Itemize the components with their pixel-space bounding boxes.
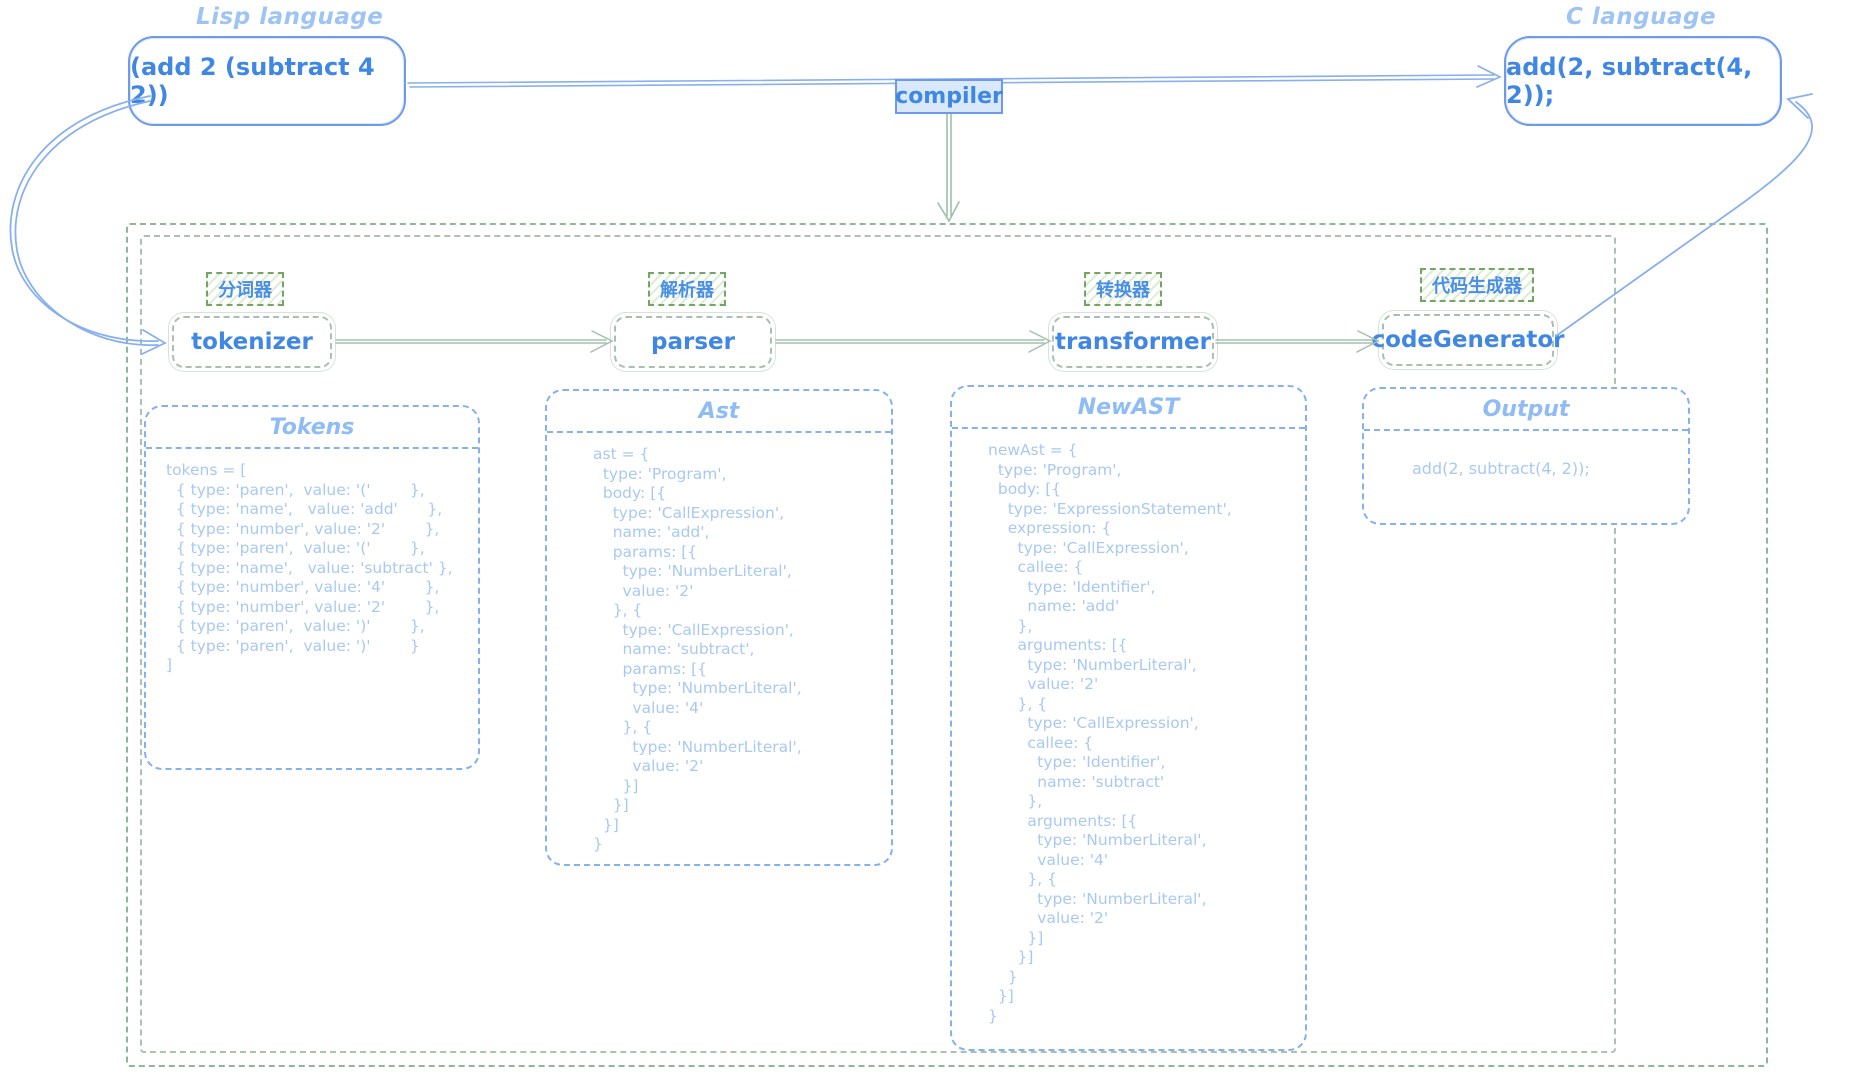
panel-ast-title: Ast [698,398,740,424]
panel-output-code: add(2, subtract(4, 2)); [1412,459,1590,478]
panel-tokens: Tokens tokens = [ { type: 'paren', value… [144,405,480,770]
stage-parser-text: parser [651,329,735,355]
stage-box-transformer: transformer [1052,316,1214,368]
stage-codegenerator-text: codeGenerator [1371,327,1565,353]
lisp-language-label: Lisp language [196,4,384,30]
cn-label-transformer: 转换器 [1084,272,1162,306]
cn-label-codegenerator-text: 代码生成器 [1432,276,1522,297]
c-code-box: add(2, subtract(4, 2)); [1504,36,1782,126]
panel-newast-title: NewAST [1077,394,1180,420]
stage-tokenizer-text: tokenizer [191,329,313,355]
c-language-label: C language [1566,4,1717,30]
stage-box-tokenizer: tokenizer [172,316,332,368]
panel-ast-code: ast = { type: 'Program', body: [{ type: … [593,445,802,853]
compiler-outer-container [126,223,1768,1067]
compiler-inner-container [140,235,1616,1053]
cn-label-parser-text: 解析器 [660,280,714,301]
lisp-code-text: (add 2 (subtract 4 2)) [130,53,375,109]
panel-tokens-title: Tokens [269,414,355,440]
cn-label-tokenizer-text: 分词器 [218,280,272,301]
stage-transformer-text: transformer [1055,329,1211,355]
cn-label-codegenerator: 代码生成器 [1420,268,1534,302]
panel-ast: Ast ast = { type: 'Program', body: [{ ty… [545,389,893,866]
panel-tokens-header: Tokens [146,407,478,449]
panel-ast-header: Ast [547,391,891,433]
c-code-text: add(2, subtract(4, 2)); [1506,53,1753,109]
cn-label-parser: 解析器 [648,272,726,306]
stage-box-codegenerator: codeGenerator [1372,314,1564,366]
arrow-compiler-to-container [937,113,960,223]
stage-box-parser: parser [614,316,772,368]
panel-newast: NewAST newAst = { type: 'Program', body:… [950,385,1307,1051]
panel-output-title: Output [1482,396,1570,422]
compiler-badge-label: compiler [895,84,1003,109]
panel-output: Output add(2, subtract(4, 2)); [1362,387,1690,525]
panel-output-header: Output [1364,389,1688,431]
compiler-badge: compiler [895,79,1003,114]
panel-tokens-code: tokens = [ { type: 'paren', value: '(' }… [166,461,453,674]
cn-label-tokenizer: 分词器 [206,272,284,306]
panel-newast-header: NewAST [952,387,1305,429]
cn-label-transformer-text: 转换器 [1096,280,1150,301]
lisp-code-box: (add 2 (subtract 4 2)) [128,36,406,126]
panel-newast-code: newAst = { type: 'Program', body: [{ typ… [988,441,1232,1025]
